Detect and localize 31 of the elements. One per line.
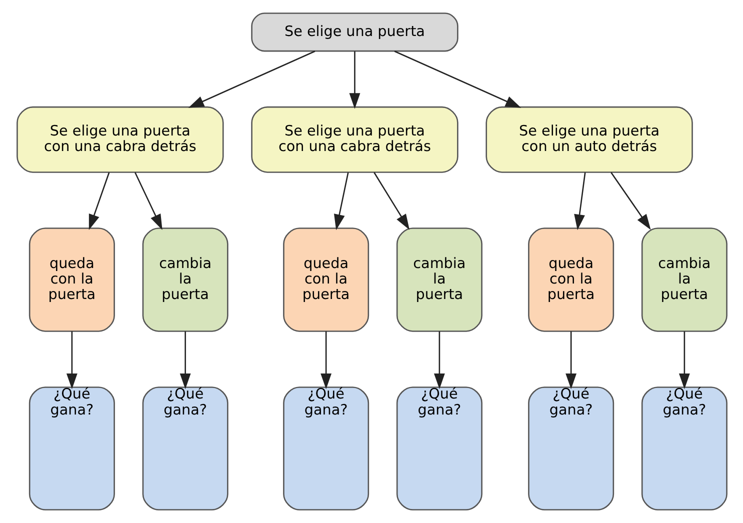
node-box: Se elige una puerta <box>250 12 458 52</box>
node-box: cambia la puerta <box>396 228 482 332</box>
arrow <box>610 172 650 230</box>
arrow <box>88 172 110 230</box>
node-box: queda con la puerta <box>528 228 614 332</box>
node-box: ¿Qué gana? <box>528 386 614 510</box>
node-box: cambia la puerta <box>142 228 228 332</box>
node-box: Se elige una puerta con un auto detrás <box>485 106 692 173</box>
arrow <box>179 331 190 390</box>
arrow <box>333 172 348 230</box>
arrow <box>394 50 521 108</box>
arrow <box>373 172 410 230</box>
node-box: ¿Qué gana? <box>282 386 369 510</box>
arrow <box>348 51 360 109</box>
node-box: Se elige una puerta con una cabra detrás <box>16 106 224 173</box>
node-box: ¿Qué gana? <box>28 386 114 510</box>
arrow <box>134 172 162 230</box>
node-box: ¿Qué gana? <box>640 386 727 510</box>
arrow <box>66 331 77 390</box>
arrow <box>678 331 690 390</box>
node-box: queda con la puerta <box>282 228 369 332</box>
arrow <box>433 331 444 390</box>
node-box: Se elige una puerta con una cabra detrás <box>250 106 458 173</box>
arrow <box>320 331 332 390</box>
arrow <box>574 172 586 230</box>
arrow <box>188 50 315 108</box>
node-box: cambia la puerta <box>640 228 727 332</box>
node-box: ¿Qué gana? <box>142 386 228 510</box>
node-box: ¿Qué gana? <box>396 386 482 510</box>
node-box: queda con la puerta <box>28 228 114 332</box>
arrow <box>565 331 576 390</box>
